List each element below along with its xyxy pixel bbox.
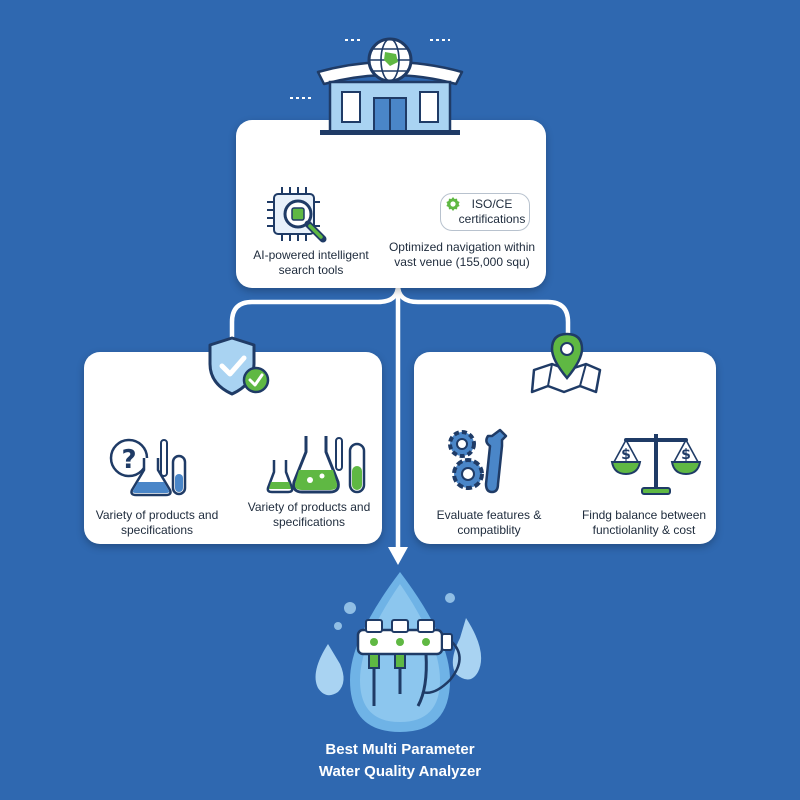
svg-text:$: $	[681, 447, 691, 463]
evaluate-features-label: Evaluate features & compatiblity	[436, 508, 542, 537]
lab-glassware-icon	[266, 436, 366, 494]
certification-label: ISO/CE certifications	[458, 197, 526, 226]
balance-scale-icon: $ $	[610, 434, 702, 495]
svg-text:$: $	[621, 447, 631, 463]
chip-magnifier-icon	[267, 187, 327, 243]
balance-cost-label: Findg balance between functiolanlity & c…	[581, 508, 707, 537]
map-pin-icon	[530, 332, 602, 394]
shield-check-icon	[208, 336, 270, 396]
ai-search-label: AI-powered intelligent search tools	[253, 248, 369, 277]
product-variety-label-right: Variety of products and specifications	[247, 500, 371, 529]
building-globe-icon	[290, 37, 464, 135]
result-title-line-1: Best Multi Parameter	[325, 741, 475, 758]
product-variety-label-left: Variety of products and specifications	[95, 508, 219, 537]
certificate-icon	[446, 197, 460, 211]
water-drop-analyzer-icon	[315, 572, 482, 732]
navigation-label: Optimized navigation within vast venue (…	[388, 240, 536, 269]
svg-text:?: ?	[121, 445, 136, 475]
result-title-line-2: Water Quality Analyzer	[318, 763, 482, 780]
question-flask-icon: ?	[109, 438, 187, 497]
gears-wrench-icon	[448, 428, 508, 494]
top-card: AI-powered intelligent search tools Opti…	[236, 120, 546, 288]
iso-ce-badge: ISO/CE certifications	[440, 193, 530, 231]
